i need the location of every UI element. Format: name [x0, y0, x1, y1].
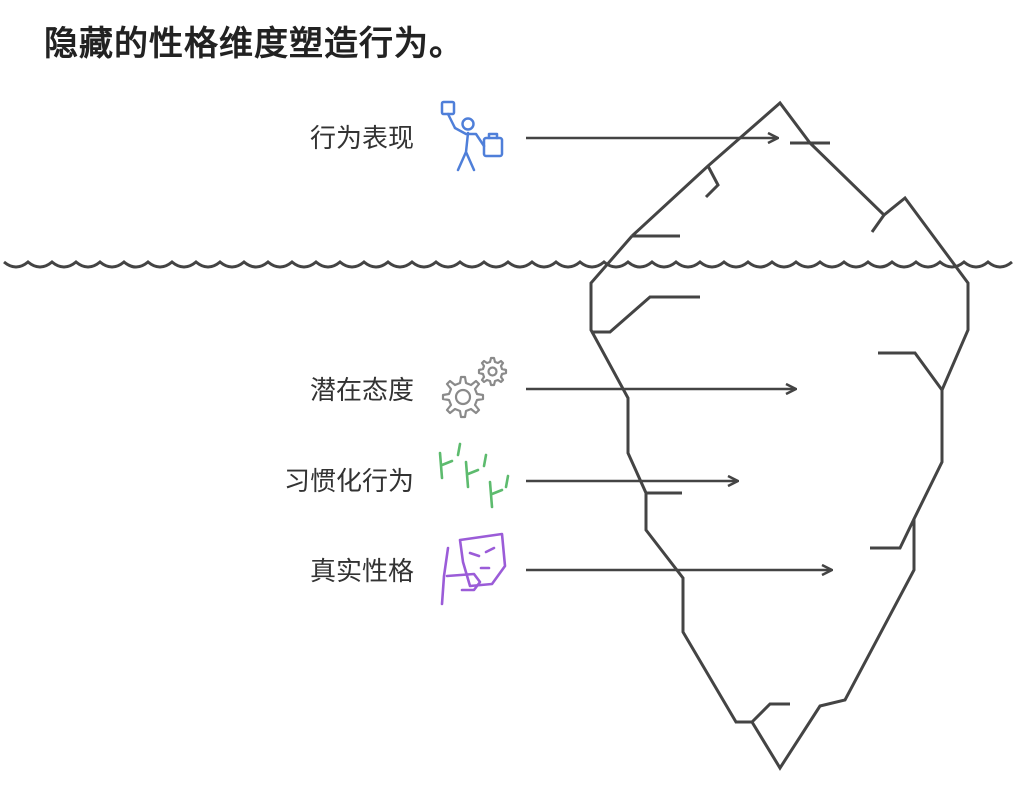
- iceberg-ridge-2: [704, 165, 720, 199]
- iceberg-ridge-8: [870, 518, 916, 550]
- footprints-icon: [438, 442, 510, 509]
- mask-icon: [440, 532, 507, 606]
- iceberg-tip-outline: [589, 100, 970, 771]
- iceberg-ridge-5: [591, 295, 700, 334]
- iceberg-ridge-9: [750, 702, 790, 724]
- layer-label-habit: 习惯化行为: [284, 467, 414, 497]
- layer-behavior: 行为表现: [310, 100, 778, 172]
- iceberg: [589, 100, 970, 771]
- water-line: [3, 260, 1013, 269]
- layer-label-attitude: 潜在态度: [310, 376, 414, 406]
- layer-attitude: 潜在态度: [310, 356, 796, 419]
- layer-habit: 习惯化行为: [284, 442, 738, 509]
- iceberg-ridge-4: [870, 214, 886, 233]
- page-title: 隐藏的性格维度塑造行为。: [44, 24, 464, 64]
- gears-icon: [441, 356, 508, 419]
- layer-personality: 真实性格: [310, 532, 832, 606]
- layer-label-behavior: 行为表现: [310, 124, 414, 154]
- iceberg-ridge-6: [878, 351, 944, 391]
- layer-label-personality: 真实性格: [310, 557, 414, 587]
- person-with-flag-and-bag-icon: [440, 100, 504, 172]
